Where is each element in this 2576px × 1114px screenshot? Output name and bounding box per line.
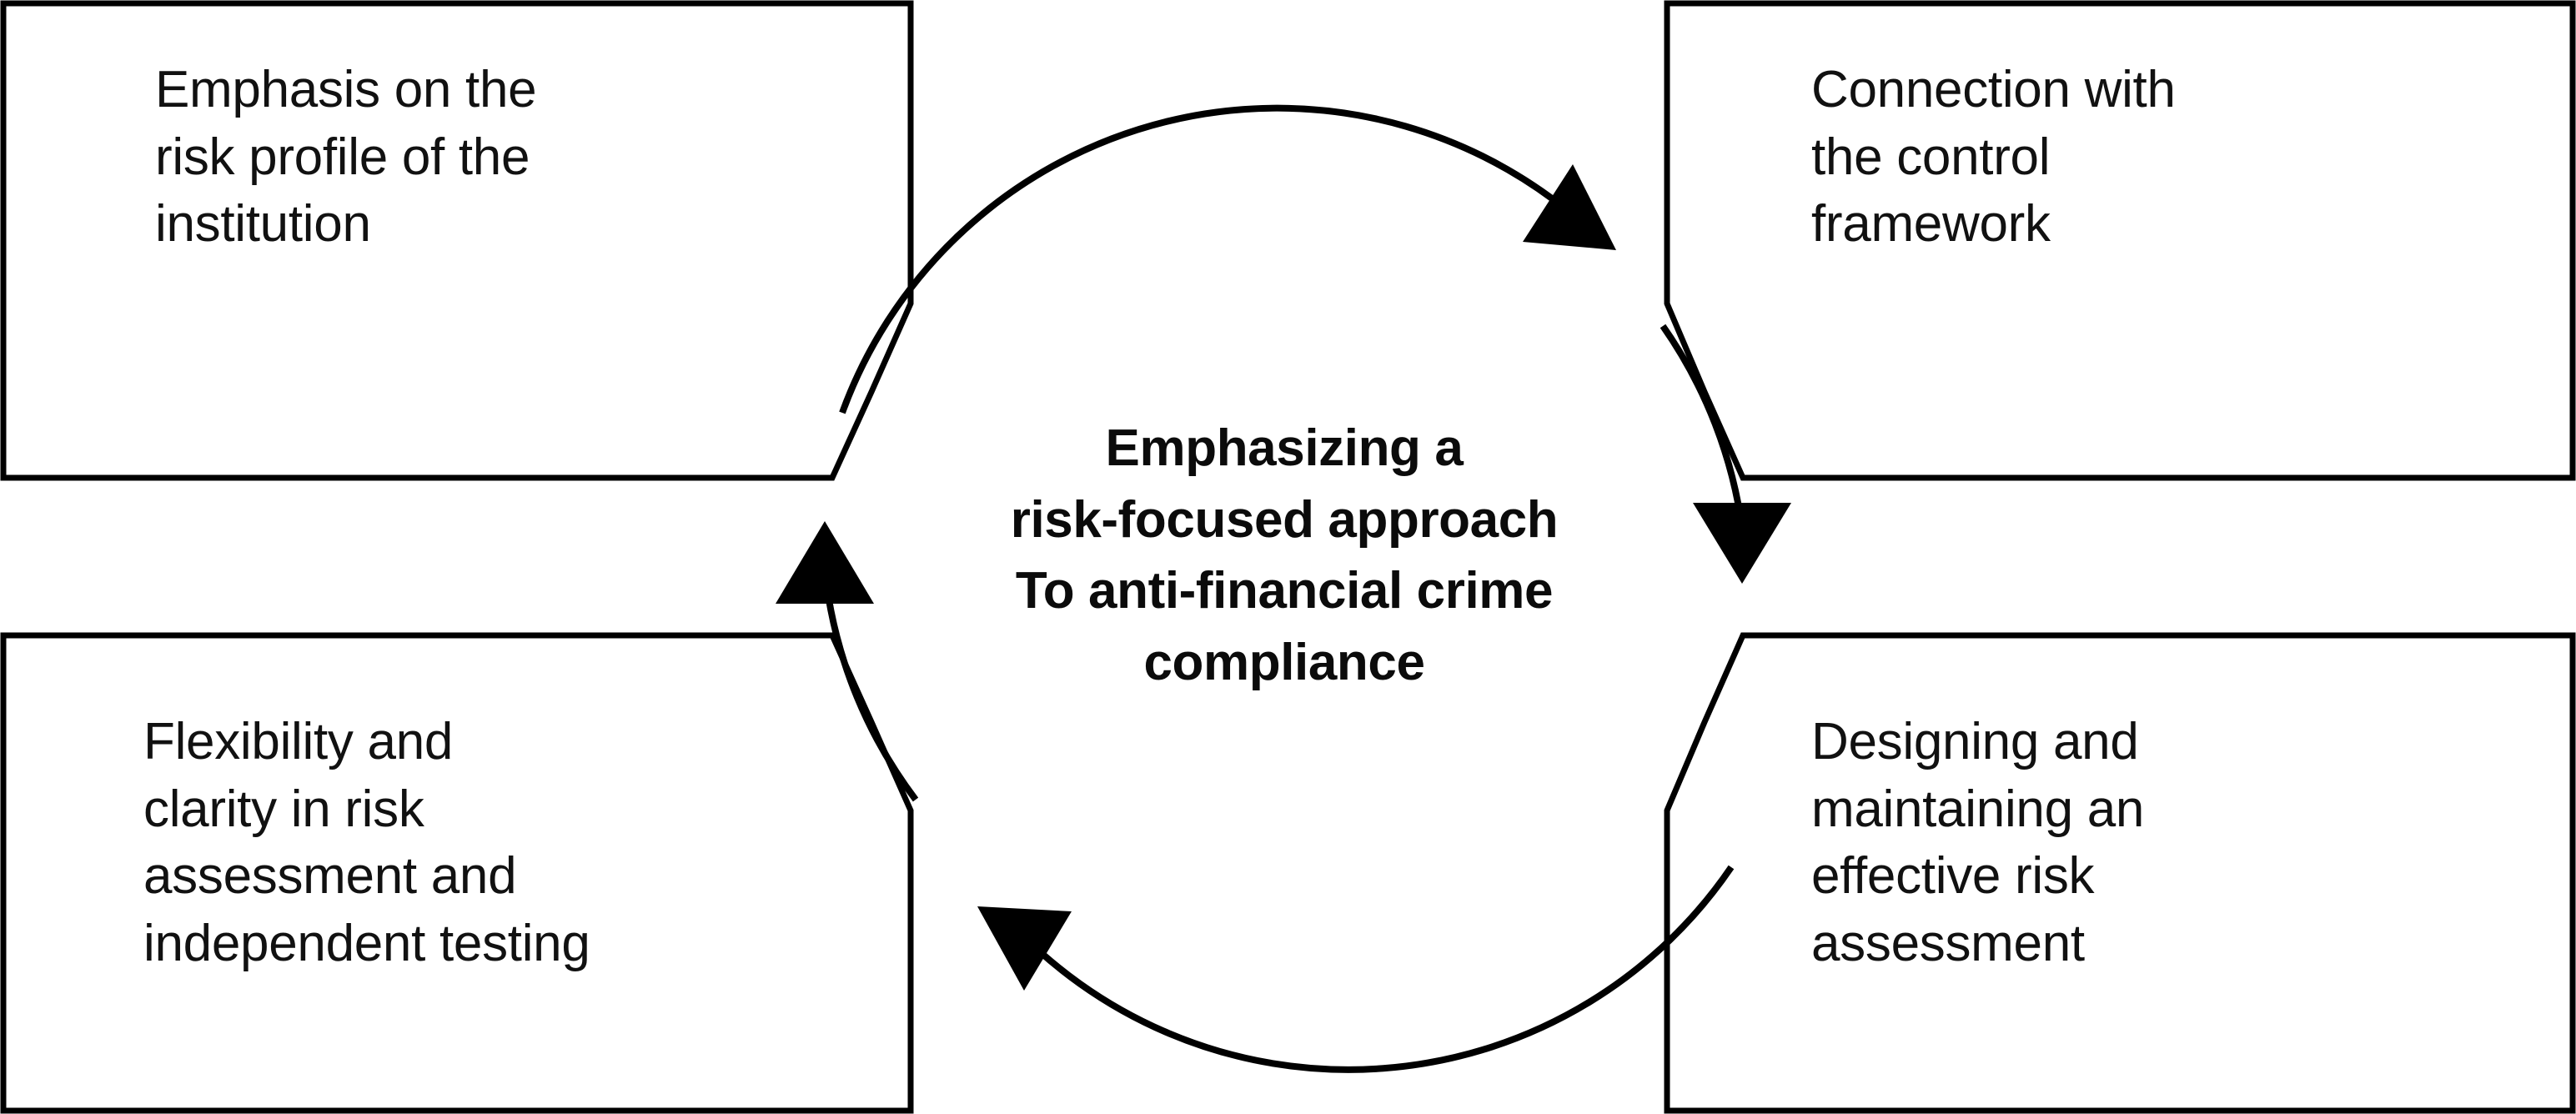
arrowhead-icon — [1523, 164, 1616, 250]
arrow-bottom — [977, 865, 1735, 1073]
node-label-top-left: Emphasis on the risk profile of the inst… — [155, 61, 537, 253]
arrow-left-arc — [823, 583, 919, 802]
arrowhead-icon — [1693, 503, 1791, 584]
box-shape-top-left[interactable] — [0, 0, 914, 481]
arrowhead-icon — [977, 906, 1072, 991]
arrowhead-icon — [776, 521, 874, 604]
node-label-bottom-right: Designing and maintaining an effective r… — [1811, 713, 2145, 972]
box-shape-bottom-right[interactable] — [1664, 632, 2576, 1114]
arrow-right — [1660, 324, 1791, 584]
arrow-top-arc — [839, 104, 1592, 414]
node-label-bottom-left: Flexibility and clarity in risk assessme… — [143, 713, 590, 972]
node-label-top-right: Connection with the control framework — [1811, 61, 2176, 253]
arrow-top — [839, 104, 1616, 414]
box-shape-bottom-left[interactable] — [0, 632, 914, 1114]
center-label: Emphasizing a risk-focused approach To a… — [1010, 419, 1559, 691]
arrow-bottom-arc — [1007, 865, 1735, 1073]
arrow-left — [776, 521, 919, 802]
